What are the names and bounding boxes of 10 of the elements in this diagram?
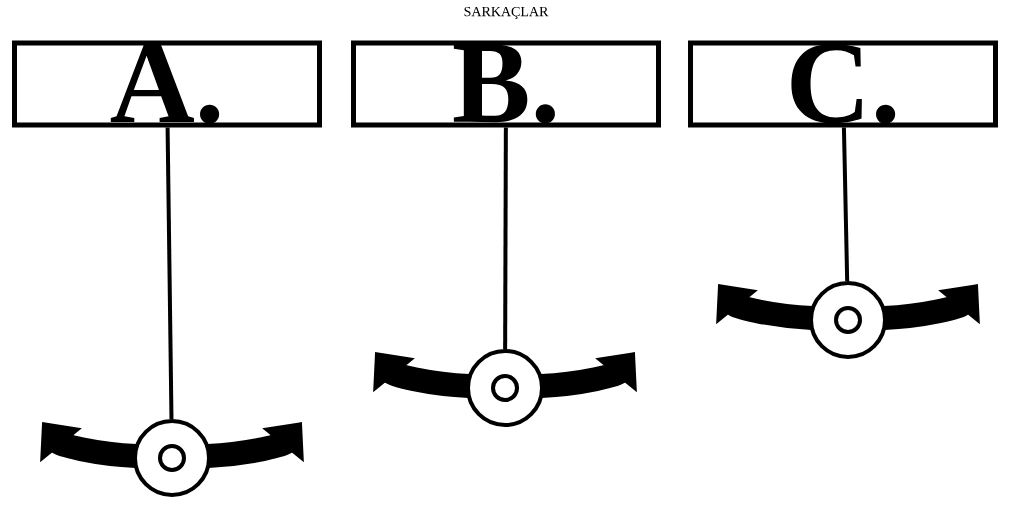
label-box: C. [688, 40, 998, 128]
pendulum-bob [466, 349, 544, 427]
label-box: A. [12, 40, 322, 128]
pendulum-bob [809, 281, 887, 359]
label-box: B. [351, 40, 661, 128]
title: SARKAÇLAR [464, 6, 549, 20]
pendulum-string [841, 127, 850, 282]
pendulum-string [165, 127, 174, 420]
pendulum-string [503, 127, 508, 349]
pendulum-bob [133, 419, 211, 497]
